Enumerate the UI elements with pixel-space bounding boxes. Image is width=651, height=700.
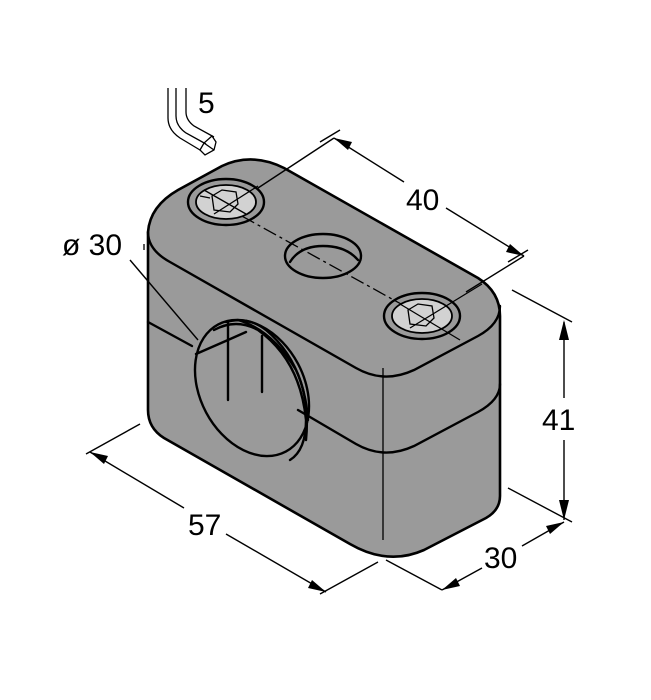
screw-head-left (186, 177, 266, 227)
screw-spacing-label: 40 (406, 184, 439, 217)
bore-hole (193, 318, 311, 462)
bore-diameter-label: ø 30 (62, 229, 122, 262)
dimension-screw-spacing (257, 129, 529, 293)
dimension-bore (129, 259, 199, 341)
hex-key-size-label: 5 (198, 87, 215, 120)
screw-head-right (382, 283, 483, 341)
dimension-length (85, 423, 379, 595)
height-label: 41 (542, 404, 575, 437)
length-label: 57 (188, 509, 221, 542)
top-center-hole (283, 232, 363, 280)
dimension-depth (385, 521, 565, 591)
clamp-block (143, 158, 502, 559)
hex-key-icon (167, 88, 217, 156)
depth-label: 30 (484, 542, 517, 575)
dimension-height (507, 289, 573, 523)
